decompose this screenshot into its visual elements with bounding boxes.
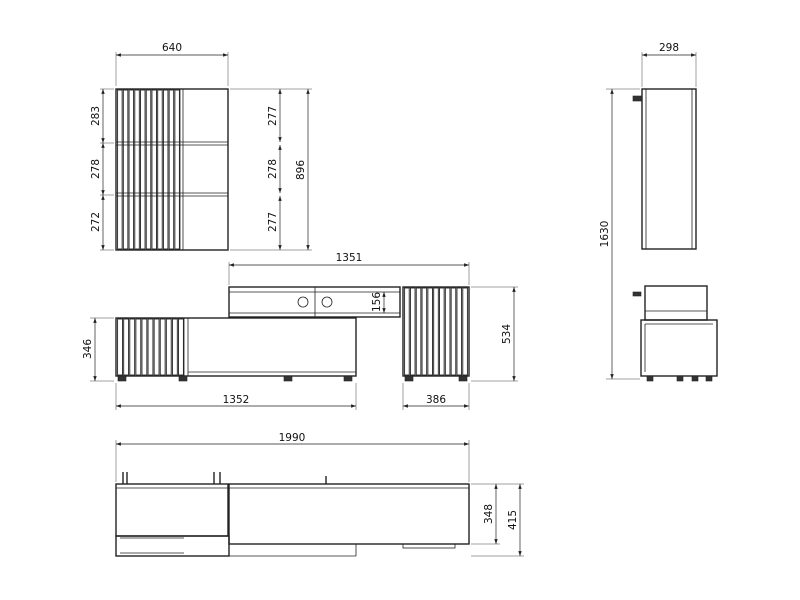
dim-label: 277 <box>267 106 279 126</box>
dim-label: 534 <box>501 324 513 344</box>
dim-label: 386 <box>426 394 446 406</box>
slat <box>159 318 166 376</box>
side-lower-box <box>640 319 718 377</box>
slat <box>141 318 148 376</box>
slat <box>409 287 416 376</box>
dim-low-height: 346 <box>82 317 114 382</box>
slat <box>134 89 140 250</box>
dim-label: 415 <box>507 510 519 530</box>
slat <box>415 287 422 376</box>
top-shelf <box>115 483 229 537</box>
top-low-cabinet <box>115 535 230 557</box>
dim-total-width: 1990 <box>115 432 470 482</box>
dim-tall-height: 534 <box>471 286 518 382</box>
dim-shelf-rows-left: 283 278 272 <box>90 88 114 251</box>
dim-shelf-width: 640 <box>115 42 229 86</box>
cable-hole <box>297 296 309 308</box>
slat <box>140 89 146 250</box>
slat <box>433 287 439 376</box>
dim-label: 896 <box>295 160 307 180</box>
slat <box>456 287 463 376</box>
dim-niche-height: 156 <box>371 292 386 313</box>
dim-tall-width: 386 <box>402 383 470 410</box>
slat <box>122 89 129 250</box>
slat <box>147 318 154 376</box>
slat <box>171 318 178 376</box>
dim-label: 278 <box>90 159 102 179</box>
dim-label: 1630 <box>599 221 611 248</box>
dim-label: 1352 <box>223 394 250 406</box>
side-view <box>632 88 718 382</box>
wall-shelf-unit <box>115 88 229 251</box>
slat <box>129 318 136 376</box>
slat <box>151 89 157 250</box>
slat <box>404 287 410 376</box>
slat <box>157 89 163 250</box>
dim-shelf-height: 896 <box>230 88 312 251</box>
dim-low-width: 1352 <box>115 383 357 410</box>
slat <box>168 89 175 250</box>
shelf-slats <box>117 89 180 250</box>
dim-label: 277 <box>267 212 279 232</box>
dim-label: 640 <box>162 42 182 54</box>
slat <box>145 89 152 250</box>
slat <box>117 318 123 376</box>
cable-hole <box>321 296 333 308</box>
side-upper-box <box>644 285 708 321</box>
slat <box>444 287 451 376</box>
slat <box>421 287 428 376</box>
tall-cabinet <box>402 286 470 377</box>
slat <box>117 89 123 250</box>
slat <box>462 287 468 376</box>
dim-tv-width: 1351 <box>228 252 470 285</box>
tv-unit-front <box>115 286 470 382</box>
slat <box>165 318 172 376</box>
dim-label: 298 <box>659 42 679 54</box>
tall-cabinet-slats <box>404 287 468 376</box>
slat <box>178 318 184 376</box>
dim-shelf-cells-right: 277 278 277 <box>267 89 282 250</box>
low-cabinet <box>115 317 357 377</box>
dim-label: 1990 <box>279 432 306 444</box>
dim-label: 283 <box>90 106 102 126</box>
top-tv-shelf <box>228 483 470 545</box>
slat <box>174 89 180 250</box>
dim-label: 348 <box>483 504 495 524</box>
tv-shelf <box>228 286 401 318</box>
slat <box>450 287 457 376</box>
slat <box>439 287 445 376</box>
slat <box>123 318 130 376</box>
shelf-outline <box>115 88 229 251</box>
top-view <box>115 472 470 557</box>
dim-label: 272 <box>90 212 102 232</box>
slat <box>162 89 169 250</box>
dim-label: 346 <box>82 339 94 359</box>
dim-total-height: 1630 <box>599 88 640 380</box>
dim-top-heights: 348 415 <box>471 483 524 557</box>
wall-bracket <box>632 95 643 102</box>
slat <box>153 318 160 376</box>
slat <box>135 318 142 376</box>
dim-label: 156 <box>371 292 383 312</box>
dim-label: 1351 <box>336 252 363 264</box>
side-shelf-outline <box>641 88 697 250</box>
dim-depth: 298 <box>641 42 697 87</box>
slat <box>128 89 135 250</box>
low-cabinet-slats <box>117 318 184 376</box>
dim-label: 278 <box>267 159 279 179</box>
slat <box>427 287 433 376</box>
